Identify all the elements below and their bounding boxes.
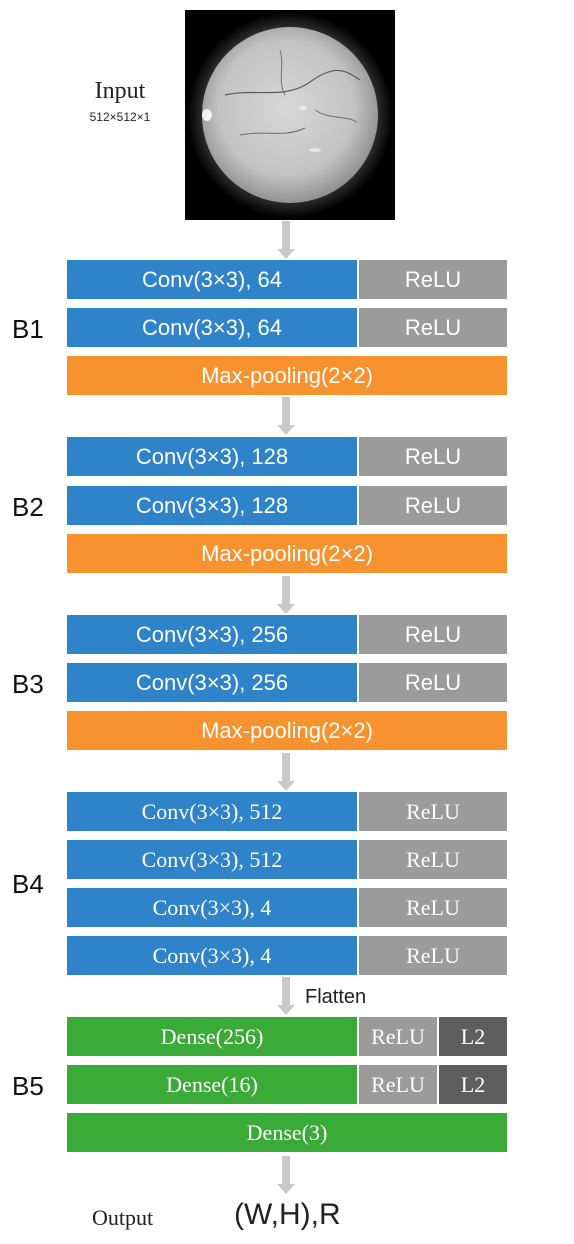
conv-layer: Conv(3×3), 256 xyxy=(66,614,358,655)
conv-layer: Conv(3×3), 4 xyxy=(66,887,358,928)
relu-activation: ReLU xyxy=(358,1064,438,1105)
flatten-label: Flatten xyxy=(305,986,367,1008)
flow-arrow xyxy=(277,1156,295,1194)
input-label: Input xyxy=(94,78,146,104)
l2-regularization: L2 xyxy=(438,1016,508,1057)
flow-arrow xyxy=(277,753,295,791)
max-pooling-layer: Max-pooling(2×2) xyxy=(66,533,508,574)
solar-disk-image xyxy=(185,10,395,220)
flow-arrow xyxy=(277,576,295,614)
block-label-b5: B5 xyxy=(12,1071,44,1101)
block-label-b2: B2 xyxy=(12,492,44,522)
conv-layer: Conv(3×3), 512 xyxy=(66,791,358,832)
output-value: (W,H),R xyxy=(234,1198,341,1231)
block-label-b1: B1 xyxy=(12,314,44,344)
relu-activation: ReLU xyxy=(358,614,508,655)
input-dimensions: 512×512×1 xyxy=(89,110,151,124)
max-pooling-layer: Max-pooling(2×2) xyxy=(66,710,508,751)
flow-arrow xyxy=(277,221,295,259)
conv-layer: Conv(3×3), 64 xyxy=(66,307,358,348)
relu-activation: ReLU xyxy=(358,935,508,976)
conv-layer: Conv(3×3), 512 xyxy=(66,839,358,880)
block-label-b4: B4 xyxy=(12,869,44,899)
conv-layer: Conv(3×3), 64 xyxy=(66,259,358,300)
relu-activation: ReLU xyxy=(358,436,508,477)
flow-arrow xyxy=(277,977,295,1015)
conv-layer: Conv(3×3), 4 xyxy=(66,935,358,976)
dense-layer: Dense(3) xyxy=(66,1112,508,1153)
sun-image-graphic xyxy=(185,10,395,220)
max-pooling-layer: Max-pooling(2×2) xyxy=(66,355,508,396)
relu-activation: ReLU xyxy=(358,1016,438,1057)
dense-layer: Dense(16) xyxy=(66,1064,358,1105)
conv-layer: Conv(3×3), 128 xyxy=(66,436,358,477)
flow-arrow xyxy=(277,397,295,435)
conv-layer: Conv(3×3), 128 xyxy=(66,485,358,526)
relu-activation: ReLU xyxy=(358,662,508,703)
l2-regularization: L2 xyxy=(438,1064,508,1105)
relu-activation: ReLU xyxy=(358,791,508,832)
relu-activation: ReLU xyxy=(358,307,508,348)
block-label-b3: B3 xyxy=(12,669,44,699)
dense-layer: Dense(256) xyxy=(66,1016,358,1057)
conv-layer: Conv(3×3), 256 xyxy=(66,662,358,703)
relu-activation: ReLU xyxy=(358,887,508,928)
output-label: Output xyxy=(92,1205,154,1230)
relu-activation: ReLU xyxy=(358,839,508,880)
relu-activation: ReLU xyxy=(358,485,508,526)
relu-activation: ReLU xyxy=(358,259,508,300)
